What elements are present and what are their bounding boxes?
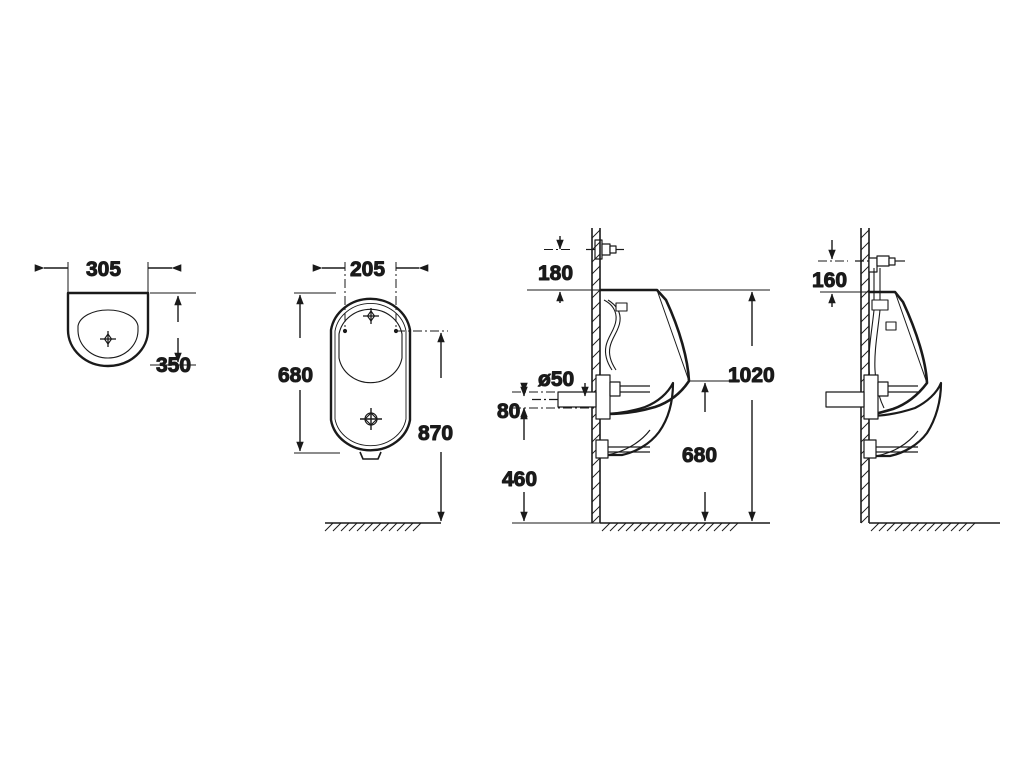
dim-label-460: 460 bbox=[502, 468, 537, 491]
side-floor bbox=[869, 522, 1000, 532]
side-view: 160 bbox=[812, 228, 1000, 532]
front-drain-crosshair bbox=[360, 408, 382, 430]
dim-label-350: 350 bbox=[156, 354, 191, 377]
plan-outer-body bbox=[66, 291, 150, 368]
side-bowl-front-edge bbox=[894, 291, 928, 384]
front-outlet-nub bbox=[359, 451, 382, 460]
front-bowl-rim bbox=[338, 308, 403, 384]
section-feed-pipe bbox=[603, 299, 628, 371]
dim-680-section bbox=[689, 380, 740, 522]
dim-label-80: 80 bbox=[497, 400, 520, 423]
front-fixing-centerlines bbox=[344, 262, 448, 332]
dim-160 bbox=[818, 240, 869, 307]
front-top-crosshair bbox=[363, 308, 379, 324]
dim-label-205: 205 bbox=[350, 258, 385, 281]
section-inlet-fitting bbox=[586, 239, 624, 260]
dim-460 bbox=[512, 409, 600, 524]
section-bowl-underside bbox=[606, 429, 651, 456]
plan-inner-bowl bbox=[77, 309, 139, 359]
side-bowl-inner bbox=[868, 381, 943, 458]
dim-label-1020: 1020 bbox=[728, 364, 775, 387]
section-bowl-inner bbox=[599, 381, 675, 457]
front-fixing-hole-left bbox=[342, 328, 348, 334]
front-fixing-hole-right bbox=[393, 328, 399, 334]
dim-label-680-front: 680 bbox=[278, 364, 313, 387]
front-extension-lines bbox=[294, 292, 340, 454]
section-floor bbox=[600, 522, 770, 532]
plan-view: 305 350 bbox=[34, 258, 196, 378]
dim-label-160: 160 bbox=[812, 269, 847, 292]
section-view: 180 ø50 bbox=[497, 228, 775, 532]
dim-180 bbox=[527, 236, 600, 303]
side-inlet-fitting bbox=[855, 255, 905, 273]
dim-label-680-section: 680 bbox=[682, 444, 717, 467]
section-bowl-outer bbox=[600, 288, 691, 416]
front-view: 205 680 870 bbox=[278, 258, 454, 532]
dim-label-870: 870 bbox=[418, 422, 453, 445]
front-body-outline bbox=[329, 297, 412, 452]
front-floor bbox=[324, 522, 441, 532]
dim-1020 bbox=[660, 289, 770, 522]
dim-label-305: 305 bbox=[86, 258, 121, 281]
dim-label-d50: ø50 bbox=[538, 368, 574, 391]
side-outlet-assembly bbox=[825, 374, 918, 459]
plan-drain-crosshair bbox=[100, 331, 116, 347]
front-body-inner-line bbox=[334, 303, 407, 447]
section-bowl-front-edge bbox=[656, 289, 690, 382]
dim-label-180: 180 bbox=[538, 262, 573, 285]
